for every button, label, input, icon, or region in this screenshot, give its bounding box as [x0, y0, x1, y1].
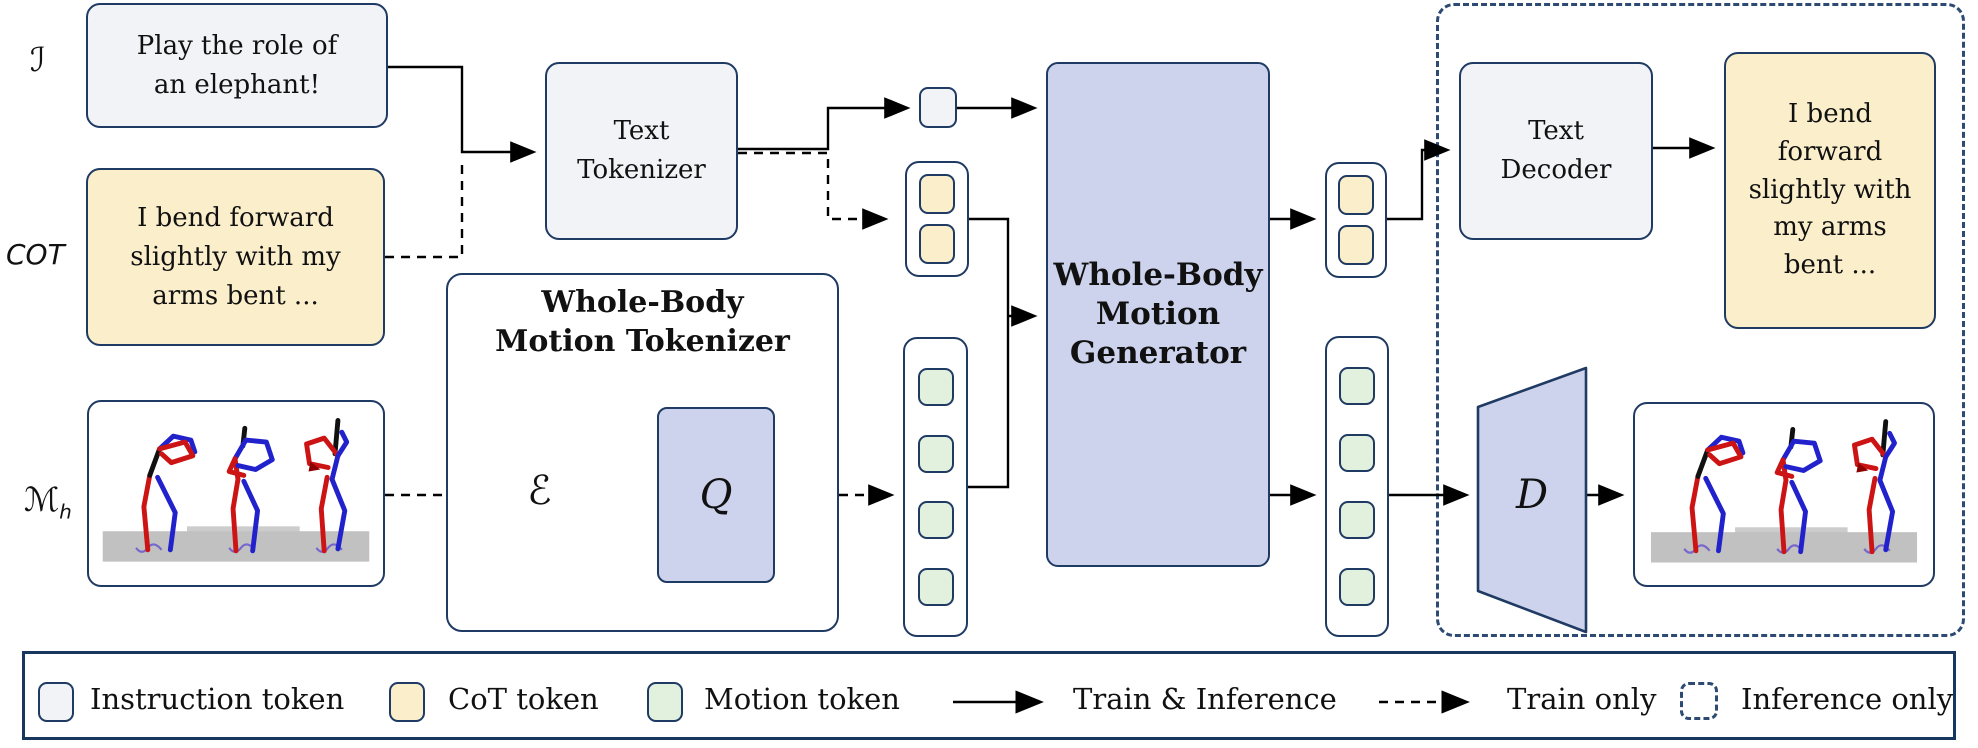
motion-token — [917, 501, 954, 540]
decoder-symbol: D — [1515, 472, 1549, 518]
instruction-line: an elephant! — [153, 69, 321, 100]
cot-input-label: COT — [6, 238, 65, 271]
text-decoder-box: Text Decoder — [1459, 62, 1653, 240]
cot-token-stack-right — [1325, 162, 1387, 278]
text-tokenizer-box: Text Tokenizer — [545, 62, 738, 240]
cot-token-stack-left — [905, 161, 969, 277]
legend-cot-label: CoT token — [448, 682, 599, 716]
legend-motion-label: Motion token — [704, 682, 900, 716]
legend-instruction-label: Instruction token — [90, 682, 345, 716]
cot-token — [919, 173, 955, 214]
inference-only-swatch — [1680, 682, 1718, 720]
generator-title-line: Whole-Body — [1053, 257, 1263, 294]
motion-token — [917, 568, 954, 607]
legend — [22, 651, 1956, 740]
instruction-line: Play the role of — [136, 30, 338, 61]
cot-input-box: I bend forward slightly with my arms ben… — [86, 168, 385, 346]
text-decoder-line: Text — [1528, 116, 1584, 146]
cot-output-line: forward — [1777, 136, 1883, 167]
motion-frames-image — [1635, 404, 1933, 585]
motion-label-sub: h — [59, 500, 72, 524]
motion-input-box — [87, 400, 385, 587]
motion-token — [1339, 501, 1375, 539]
arrow-instruction-to-tokenizer — [388, 65, 537, 163]
text-decoder-line: Decoder — [1500, 155, 1612, 185]
instruction-token-swatch — [38, 682, 74, 722]
motion-input-label: ℳh — [24, 480, 72, 524]
instruction-input-box: Play the role of an elephant! — [86, 3, 388, 128]
motion-token — [1339, 367, 1375, 405]
quantizer-box: Q — [657, 407, 775, 583]
arrow-tokenizer-to-instruction-token — [738, 97, 911, 151]
text-tokenizer-line: Text — [613, 116, 670, 146]
motion-token — [1339, 568, 1375, 606]
legend-train-only-label: Train only — [1507, 682, 1657, 716]
instruction-token — [919, 87, 957, 128]
legend-train-inference-label: Train & Inference — [1073, 682, 1337, 716]
cot-output-line: my arms — [1773, 212, 1887, 243]
motion-frames-image — [89, 402, 383, 585]
instruction-input-label: ℐ — [30, 40, 46, 79]
motion-output-box — [1633, 402, 1935, 587]
cot-output-line: slightly with — [1748, 174, 1912, 205]
dashed-cot-to-tokenizer — [385, 158, 464, 259]
inference-only-region — [1436, 3, 1965, 637]
text-tokenizer-line: Tokenizer — [577, 155, 706, 185]
cot-line: arms bent ... — [152, 280, 319, 311]
cot-token — [1338, 225, 1374, 266]
encoder-symbol: ℰ — [527, 468, 552, 514]
generator-title-line: Motion — [1095, 296, 1221, 333]
quantizer-symbol: Q — [699, 472, 733, 518]
motion-token-swatch — [647, 682, 683, 722]
motion-tokenizer-title-line: Motion Tokenizer — [495, 324, 790, 359]
motion-label-m: ℳ — [24, 480, 60, 519]
motion-generator-box: Whole-Body Motion Generator — [1046, 62, 1270, 567]
motion-tokenizer-box: Whole-Body Motion Tokenizer — [446, 273, 839, 632]
cot-output-line: bent ... — [1783, 250, 1877, 281]
motion-token — [1339, 434, 1375, 472]
line-token-merge — [968, 217, 1010, 489]
cot-output-box: I bend forward slightly with my arms ben… — [1724, 52, 1936, 329]
motion-tokenizer-title: Whole-Body Motion Tokenizer — [448, 283, 837, 361]
cot-output-line: I bend — [1788, 99, 1872, 130]
cot-token-swatch — [389, 682, 425, 722]
motion-token-stack-right — [1325, 336, 1389, 637]
dashed-tokenizer-to-cot-tokens — [738, 151, 889, 230]
generator-title-line: Generator — [1069, 334, 1247, 371]
motion-tokenizer-title-line: Whole-Body — [541, 285, 744, 320]
legend-inference-only-label: Inference only — [1741, 682, 1954, 716]
cot-line: I bend forward — [137, 202, 334, 233]
motion-token — [917, 367, 954, 406]
motion-token-stack-left — [903, 337, 968, 637]
cot-line: slightly with my — [130, 241, 341, 272]
cot-token — [1338, 174, 1374, 215]
motion-token — [917, 434, 954, 473]
cot-token — [919, 224, 955, 265]
